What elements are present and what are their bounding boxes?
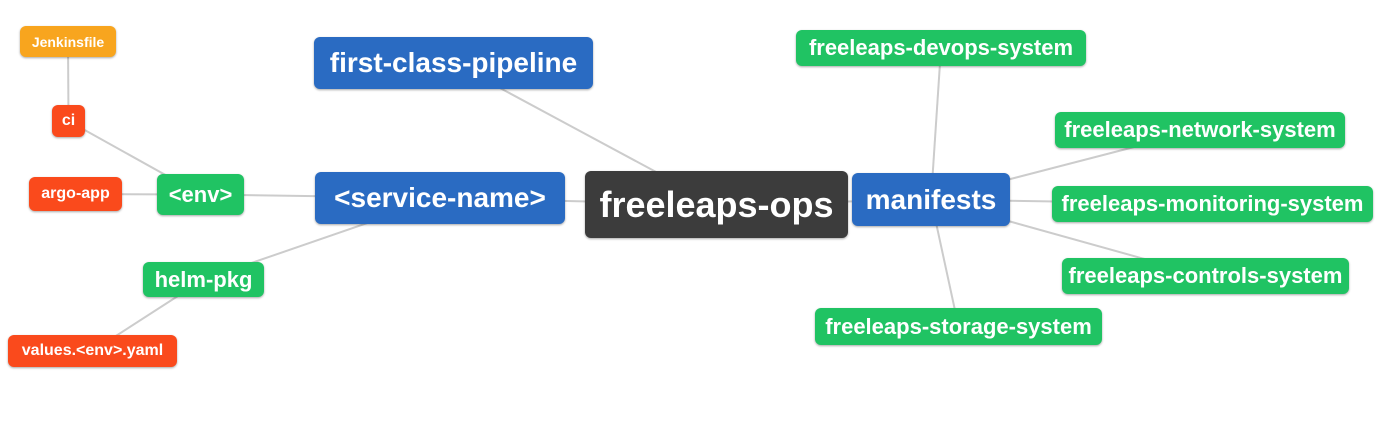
node-label-network-system: freeleaps-network-system: [1064, 117, 1336, 142]
node-label-devops-system: freeleaps-devops-system: [808, 35, 1074, 60]
node-label-helm-pkg: helm-pkg: [154, 266, 253, 292]
node-service-name[interactable]: <service-name>: [315, 172, 565, 224]
node-label-jenkinsfile: Jenkinsfile: [31, 33, 105, 50]
node-label-controls-system: freeleaps-controls-system: [1068, 263, 1343, 288]
node-network-system[interactable]: freeleaps-network-system: [1055, 112, 1345, 148]
node-argo-app[interactable]: argo-app: [29, 177, 122, 211]
node-label-first-class-pipeline: first-class-pipeline: [329, 47, 578, 78]
node-jenkinsfile[interactable]: Jenkinsfile: [20, 26, 116, 57]
node-label-ci: ci: [61, 112, 76, 129]
node-helm-pkg[interactable]: helm-pkg: [143, 262, 264, 297]
node-label-monitoring-system: freeleaps-monitoring-system: [1061, 191, 1364, 216]
node-label-values-env-yaml: values.<env>.yaml: [21, 342, 164, 359]
node-label-argo-app: argo-app: [41, 185, 110, 202]
node-monitoring-system[interactable]: freeleaps-monitoring-system: [1052, 186, 1373, 222]
node-label-service-name: <service-name>: [334, 182, 546, 213]
node-label-manifests: manifests: [865, 183, 997, 215]
node-label-env: <env>: [168, 181, 233, 207]
node-first-class-pipeline[interactable]: first-class-pipeline: [314, 37, 593, 89]
node-label-freeleaps-ops: freeleaps-ops: [599, 183, 834, 225]
node-values-env-yaml[interactable]: values.<env>.yaml: [8, 335, 177, 367]
node-devops-system[interactable]: freeleaps-devops-system: [796, 30, 1086, 66]
node-freeleaps-ops[interactable]: freeleaps-ops: [585, 171, 848, 238]
node-manifests[interactable]: manifests: [852, 173, 1010, 226]
node-label-storage-system: freeleaps-storage-system: [825, 313, 1092, 339]
node-ci[interactable]: ci: [52, 105, 85, 137]
node-storage-system[interactable]: freeleaps-storage-system: [815, 308, 1102, 345]
node-controls-system[interactable]: freeleaps-controls-system: [1062, 258, 1349, 294]
node-env[interactable]: <env>: [157, 174, 244, 215]
